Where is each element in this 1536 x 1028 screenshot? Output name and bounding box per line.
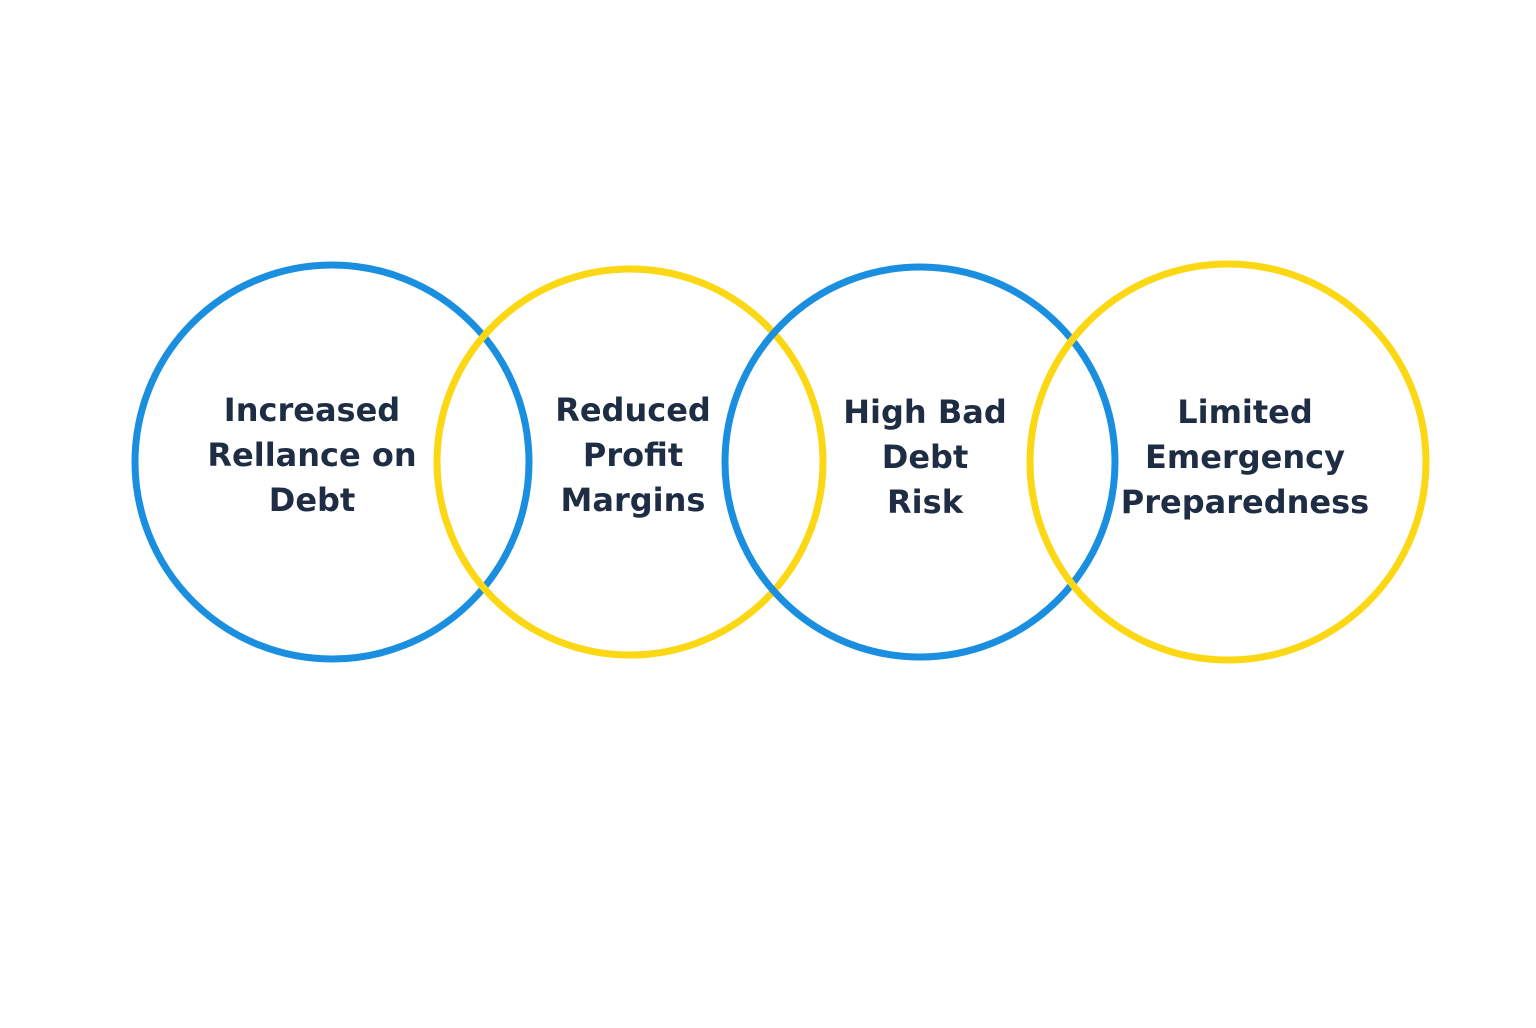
label-line: Profit — [582, 436, 684, 474]
ring-2 — [433, 265, 827, 659]
label-line: Margins — [560, 481, 706, 519]
ring-1 — [131, 261, 533, 663]
label-line: Debt — [881, 438, 969, 476]
label-line: Debt — [268, 481, 356, 519]
label-line: Limited — [1177, 393, 1313, 431]
circle-label-3: High Bad Debt Risk — [795, 390, 1055, 525]
label-line: Emergency — [1145, 438, 1345, 476]
circle-label-4: Limited Emergency Preparedness — [1115, 390, 1375, 525]
label-line: Increased — [223, 391, 401, 429]
label-line: Preparedness — [1120, 483, 1370, 521]
circle-label-2: Reduced Profit Margins — [503, 388, 763, 523]
ring-3 — [721, 263, 1119, 661]
ring-4 — [1026, 260, 1430, 664]
label-line: Reduced — [555, 391, 711, 429]
label-line: High Bad — [843, 393, 1007, 431]
circle-label-1: Increased Rellance on Debt — [182, 388, 442, 523]
label-line: Risk — [887, 483, 963, 521]
label-line: Rellance on — [207, 436, 417, 474]
